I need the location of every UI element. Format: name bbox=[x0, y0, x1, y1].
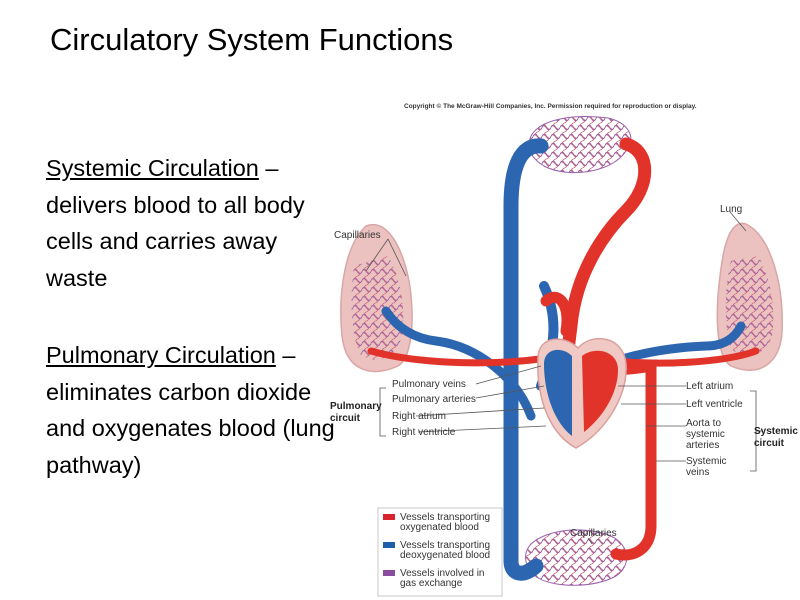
left-ventricle-label: Left ventricle bbox=[686, 399, 743, 410]
legend-deoxygenated-line1: Vessels transporting bbox=[400, 540, 490, 551]
legend-oxygenated-line1: Vessels transporting bbox=[400, 512, 490, 523]
systemic-veins-label-line2: veins bbox=[686, 467, 709, 478]
legend-deoxygenated-line2: deoxygenated blood bbox=[400, 550, 490, 561]
pulmonary-circulation-term: Pulmonary Circulation bbox=[46, 342, 276, 368]
upper-capillary-bed bbox=[528, 116, 632, 174]
legend-deoxygenated-swatch bbox=[383, 542, 395, 548]
legend-oxygenated-swatch bbox=[383, 514, 395, 520]
legend-box bbox=[377, 507, 503, 597]
legend: Vessels transporting oxygenated blood Ve… bbox=[377, 507, 503, 597]
pulmonary-circuit-label-line2: circuit bbox=[330, 413, 361, 424]
pulmonary-circuit-label-line1: Pulmonary bbox=[330, 401, 382, 412]
capillaries-label-bottom: Capillaries bbox=[570, 528, 617, 539]
aorta-label-line2: systemic bbox=[686, 429, 725, 440]
legend-oxygenated-line2: oxygenated blood bbox=[400, 522, 479, 533]
systemic-circuit-label-line2: circuit bbox=[754, 438, 785, 449]
legend-gas-exchange-swatch bbox=[383, 570, 395, 576]
deoxygenated-vessels bbox=[381, 138, 746, 581]
systemic-veins-label-line1: Systemic bbox=[686, 456, 727, 467]
right-atrium-label: Right atrium bbox=[392, 411, 446, 422]
copyright-notice: Copyright © The McGraw-Hill Companies, I… bbox=[404, 102, 697, 110]
circulation-illustration: Copyright © The McGraw-Hill Companies, I… bbox=[330, 102, 798, 597]
circulatory-diagram: Copyright © The McGraw-Hill Companies, I… bbox=[326, 96, 800, 600]
systemic-circulation-description: – delivers blood to all body cells and c… bbox=[46, 155, 305, 291]
aorta-label-line1: Aorta to bbox=[686, 418, 721, 429]
pulmonary-veins-label: Pulmonary veins bbox=[392, 379, 466, 390]
pulmonary-circulation-text: Pulmonary Circulation – eliminates carbo… bbox=[46, 337, 336, 483]
pulmonary-arteries-label: Pulmonary arteries bbox=[392, 394, 476, 405]
heart-right-side bbox=[544, 349, 572, 436]
pulmonary-circulation-description: – eliminates carbon dioxide and oxygenat… bbox=[46, 342, 335, 478]
heart-left-side bbox=[582, 350, 618, 432]
right-ventricle-label: Right ventricle bbox=[392, 427, 456, 438]
left-atrium-label: Left atrium bbox=[686, 381, 733, 392]
systemic-circulation-term: Systemic Circulation bbox=[46, 155, 259, 181]
systemic-circuit-label-line1: Systemic bbox=[754, 426, 798, 437]
slide-title: Circulatory System Functions bbox=[50, 22, 454, 57]
leader-lines bbox=[365, 211, 762, 545]
capillaries-label-top: Capillaries bbox=[334, 230, 381, 241]
legend-gas-exchange-line1: Vessels involved in bbox=[400, 568, 485, 579]
lung-label: Lung bbox=[720, 204, 742, 215]
left-lung-capillaries bbox=[351, 256, 404, 360]
systemic-circulation-text: Systemic Circulation – delivers blood to… bbox=[46, 150, 336, 296]
legend-gas-exchange-line2: gas exchange bbox=[400, 578, 463, 589]
aorta-label-line3: arteries bbox=[686, 440, 719, 451]
